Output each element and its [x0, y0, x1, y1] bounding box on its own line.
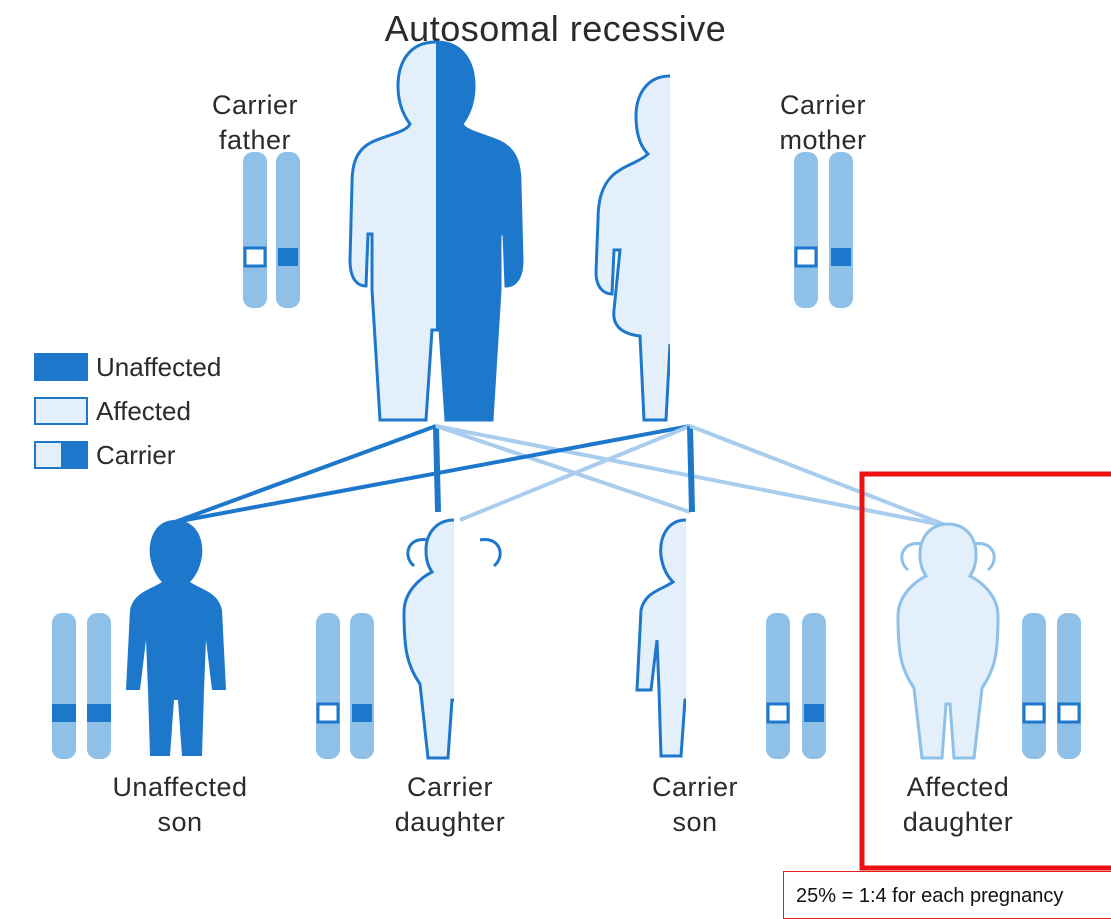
child-label-line2: son	[610, 805, 780, 840]
inheritance-lines	[175, 426, 948, 526]
child-label-line1: Affected	[868, 770, 1048, 805]
affected-daughter-figure	[898, 524, 998, 758]
carrier-son-figure	[637, 520, 737, 756]
probability-note: 25% = 1:4 for each pregnancy	[783, 871, 1111, 919]
carrier-son-chromosomes	[766, 613, 826, 759]
unaffected-son-chromosomes	[52, 613, 111, 759]
legend-item-affected: Affected	[34, 396, 191, 426]
child-label-carrier-son: Carrier son	[610, 770, 780, 840]
child-label-line2: son	[80, 805, 280, 840]
mother-label: Carrier mother	[748, 88, 898, 158]
carrier-swatch	[34, 441, 88, 469]
legend-item-carrier: Carrier	[34, 440, 175, 470]
mother-label-line1: Carrier	[748, 88, 898, 123]
unaffected-swatch	[34, 353, 88, 381]
father-label: Carrier father	[180, 88, 330, 158]
carrier-daughter-chromosomes	[316, 613, 374, 759]
child-label-unaffected-son: Unaffected son	[80, 770, 280, 840]
affected-daughter-chromosomes	[1022, 613, 1081, 759]
child-label-line2: daughter	[360, 805, 540, 840]
legend-label: Carrier	[96, 440, 175, 471]
father-label-line2: father	[180, 123, 330, 158]
father-chromosomes	[243, 152, 300, 308]
mother-figure	[596, 76, 744, 420]
child-label-affected-daughter: Affected daughter	[868, 770, 1048, 840]
carrier-daughter-figure	[404, 520, 504, 758]
child-label-carrier-daughter: Carrier daughter	[360, 770, 540, 840]
affected-swatch	[34, 397, 88, 425]
unaffected-son-figure	[126, 520, 226, 756]
legend-item-unaffected: Unaffected	[34, 352, 221, 382]
legend-label: Affected	[96, 396, 191, 427]
legend-label: Unaffected	[96, 352, 221, 383]
mother-label-line2: mother	[748, 123, 898, 158]
child-label-line1: Carrier	[360, 770, 540, 805]
child-label-line2: daughter	[868, 805, 1048, 840]
father-label-line1: Carrier	[180, 88, 330, 123]
child-label-line1: Carrier	[610, 770, 780, 805]
father-figure	[350, 42, 522, 420]
mother-chromosomes	[794, 152, 853, 308]
child-label-line1: Unaffected	[80, 770, 280, 805]
